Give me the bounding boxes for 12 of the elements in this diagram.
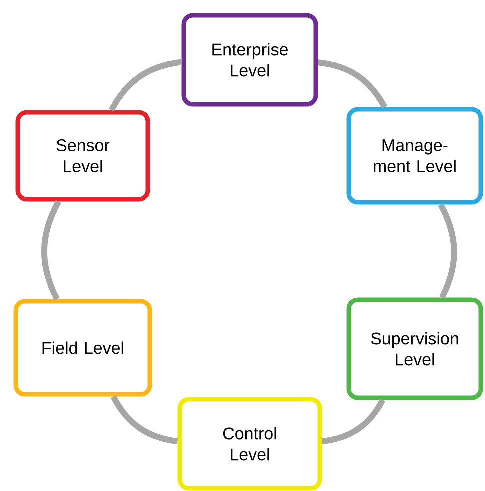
level-box: Sensor Level: [16, 110, 150, 202]
connector-arc: [110, 395, 178, 445]
connector-arc: [322, 398, 386, 445]
level-box: Field Level: [14, 299, 152, 397]
connector-arc: [42, 200, 62, 301]
level-box: Supervision Level: [346, 298, 484, 400]
level-box: Enterprise Level: [182, 13, 318, 107]
connector-arc: [318, 60, 388, 109]
level-box: Manage-ment Level: [346, 107, 484, 205]
connector-arc: [109, 59, 182, 112]
level-box: Control Level: [178, 397, 322, 491]
connector-arc: [438, 203, 458, 300]
